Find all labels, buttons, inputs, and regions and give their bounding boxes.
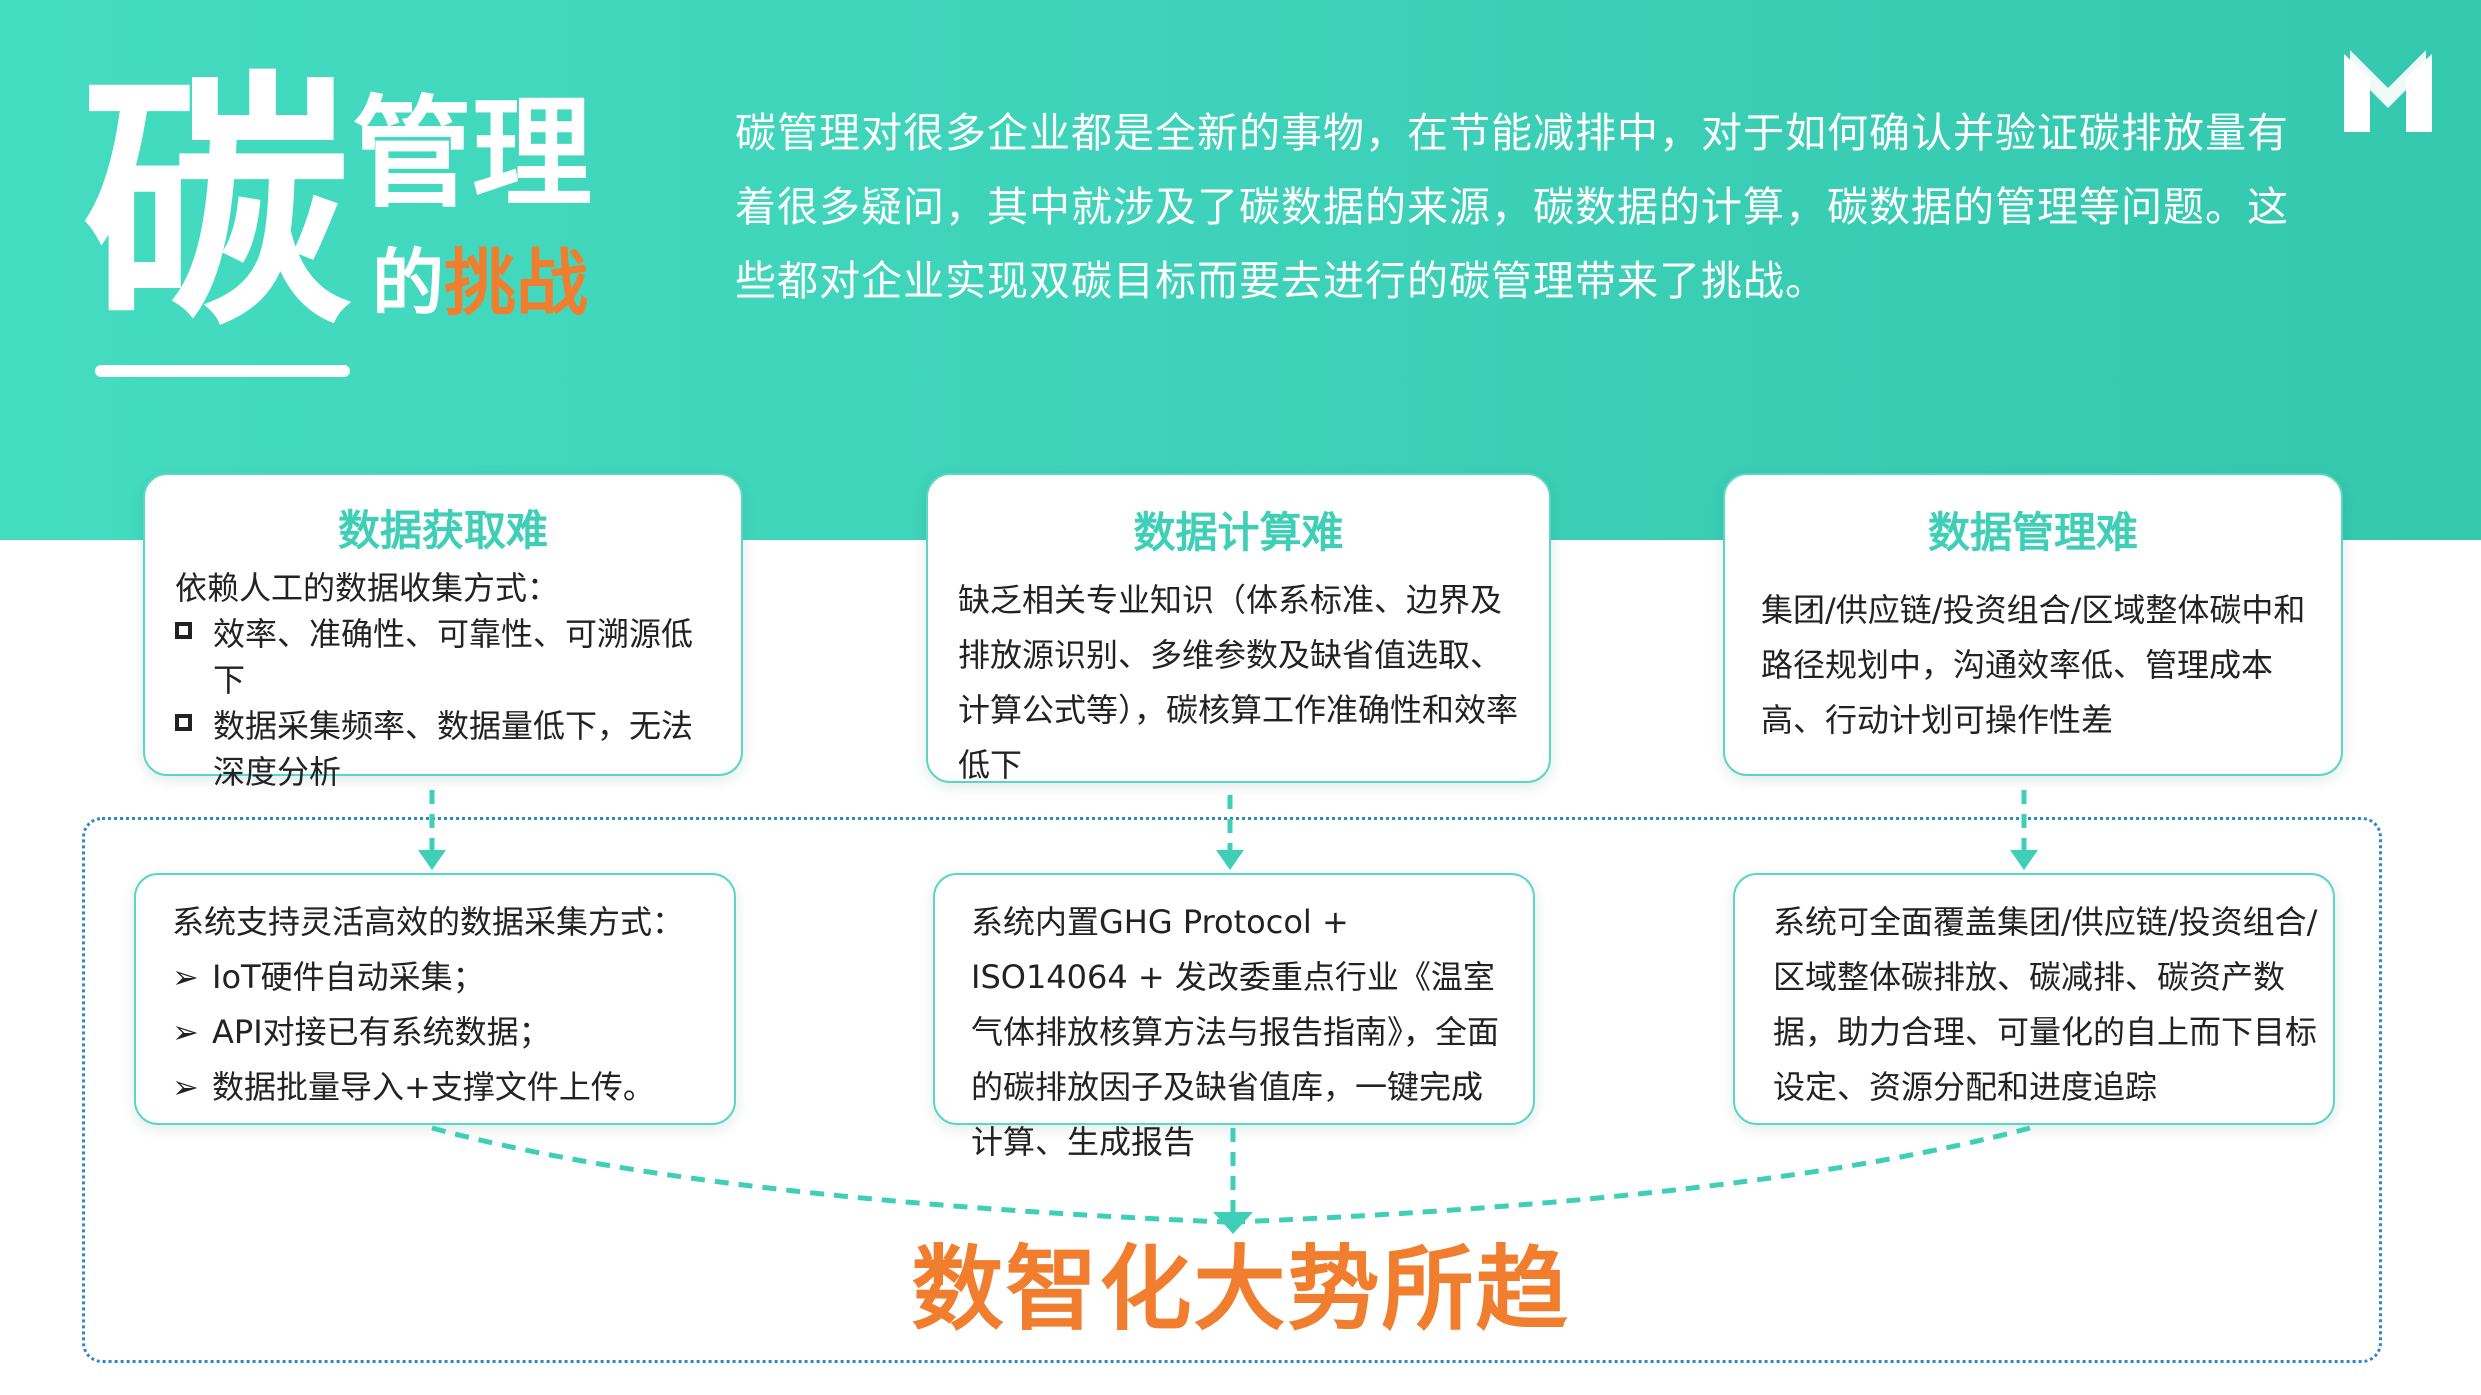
merge-connector-right xyxy=(1235,1125,2031,1225)
list-item: ➢API对接已有系统数据； xyxy=(172,1005,717,1060)
card-title: 数据获取难 xyxy=(337,506,548,555)
card-intro: 依赖人工的数据收集方式： xyxy=(175,569,560,607)
arrowhead-1 xyxy=(418,850,446,870)
arrow-bullet-icon: ➢ xyxy=(172,958,199,996)
card-body: 缺乏相关专业知识（体系标准、边界及排放源识别、多维参数及缺省值选取、计算公式等）… xyxy=(958,581,1519,784)
list-item: ➢数据批量导入+支撑文件上传。 xyxy=(172,1060,717,1115)
card-body: 集团/供应链/投资组合/区域整体碳中和路径规划中，沟通效率低、管理成本高、行动计… xyxy=(1761,591,2306,739)
challenge-card-management: 数据管理难 集团/供应链/投资组合/区域整体碳中和路径规划中，沟通效率低、管理成… xyxy=(1723,473,2343,776)
arrow-bullet-icon: ➢ xyxy=(172,1068,199,1106)
list-item: 效率、准确性、可靠性、可溯源低下 xyxy=(175,611,720,703)
card-title: 数据管理难 xyxy=(1927,508,2138,557)
card-body: 系统内置GHG Protocol + ISO14064 + 发改委重点行业《温室… xyxy=(971,903,1500,1161)
title-accent: 挑战 xyxy=(444,241,589,325)
m-logo-icon xyxy=(2344,50,2432,132)
header-banner xyxy=(0,0,2481,540)
solution-card-management: 系统可全面覆盖集团/供应链/投资组合/区域整体碳排放、碳减排、碳资产数据，助力合… xyxy=(1733,873,2335,1125)
title-underline xyxy=(95,365,350,377)
title-prefix: 的 xyxy=(372,241,445,325)
arrowhead-merge xyxy=(1213,1212,1253,1234)
title-challenge: 的挑战 xyxy=(372,238,588,328)
arrowhead-2 xyxy=(1216,850,1244,870)
card-body: 系统可全面覆盖集团/供应链/投资组合/区域整体碳排放、碳减排、碳资产数据，助力合… xyxy=(1773,903,2318,1106)
title-main-character: 碳 xyxy=(82,50,350,362)
challenge-card-acquisition: 数据获取难 依赖人工的数据收集方式： 效率、准确性、可靠性、可溯源低下 数据采集… xyxy=(143,473,743,791)
merge-connector-left xyxy=(431,1125,1226,1225)
solution-card-calculation: 系统内置GHG Protocol + ISO14064 + 发改委重点行业《温室… xyxy=(933,873,1535,1161)
card-intro: 系统支持灵活高效的数据采集方式： xyxy=(172,903,685,941)
conclusion-slogan: 数智化大势所趋 xyxy=(911,1236,1570,1343)
square-bullet-icon xyxy=(175,714,192,731)
arrowhead-3 xyxy=(2010,850,2038,870)
square-bullet-icon xyxy=(175,622,192,639)
intro-paragraph: 碳管理对很多企业都是全新的事物，在节能减排中，对于如何确认并验证碳排放量有着很多… xyxy=(735,109,2289,305)
arrow-bullet-icon: ➢ xyxy=(172,1013,199,1051)
card-body: 系统支持灵活高效的数据采集方式： ➢IoT硬件自动采集； ➢API对接已有系统数… xyxy=(172,895,717,1115)
list-item: ➢IoT硬件自动采集； xyxy=(172,950,717,1005)
solution-container xyxy=(82,817,2382,1363)
list-item: 数据采集频率、数据量低下，无法深度分析 xyxy=(175,703,720,795)
solution-card-collection: 系统支持灵活高效的数据采集方式： ➢IoT硬件自动采集； ➢API对接已有系统数… xyxy=(134,873,736,1125)
card-body: 依赖人工的数据收集方式： 效率、准确性、可靠性、可溯源低下 数据采集频率、数据量… xyxy=(175,565,720,795)
card-title: 数据计算难 xyxy=(1133,508,1344,557)
challenge-card-calculation: 数据计算难 缺乏相关专业知识（体系标准、边界及排放源识别、多维参数及缺省值选取、… xyxy=(926,473,1551,784)
title-management: 管理 xyxy=(352,85,592,224)
